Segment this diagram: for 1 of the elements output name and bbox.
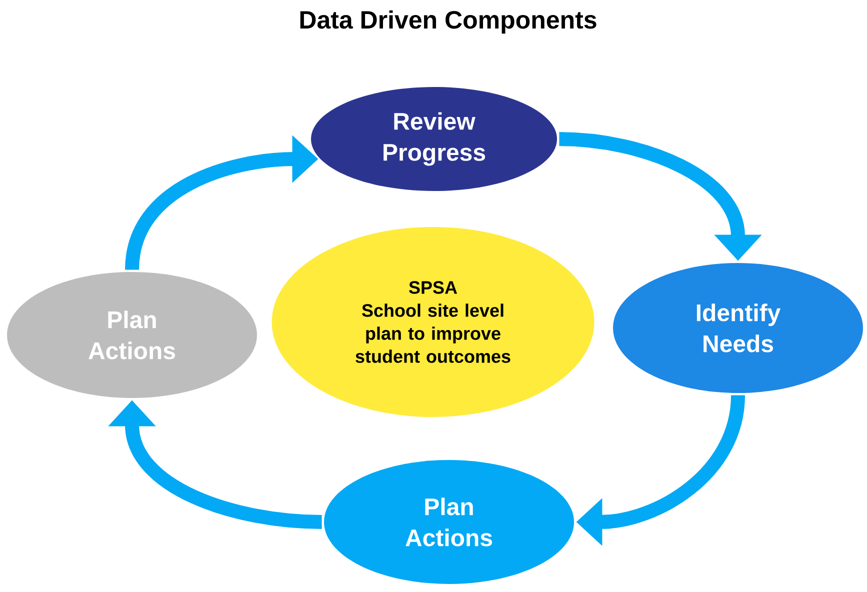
title: Data Driven Components [300,10,596,34]
